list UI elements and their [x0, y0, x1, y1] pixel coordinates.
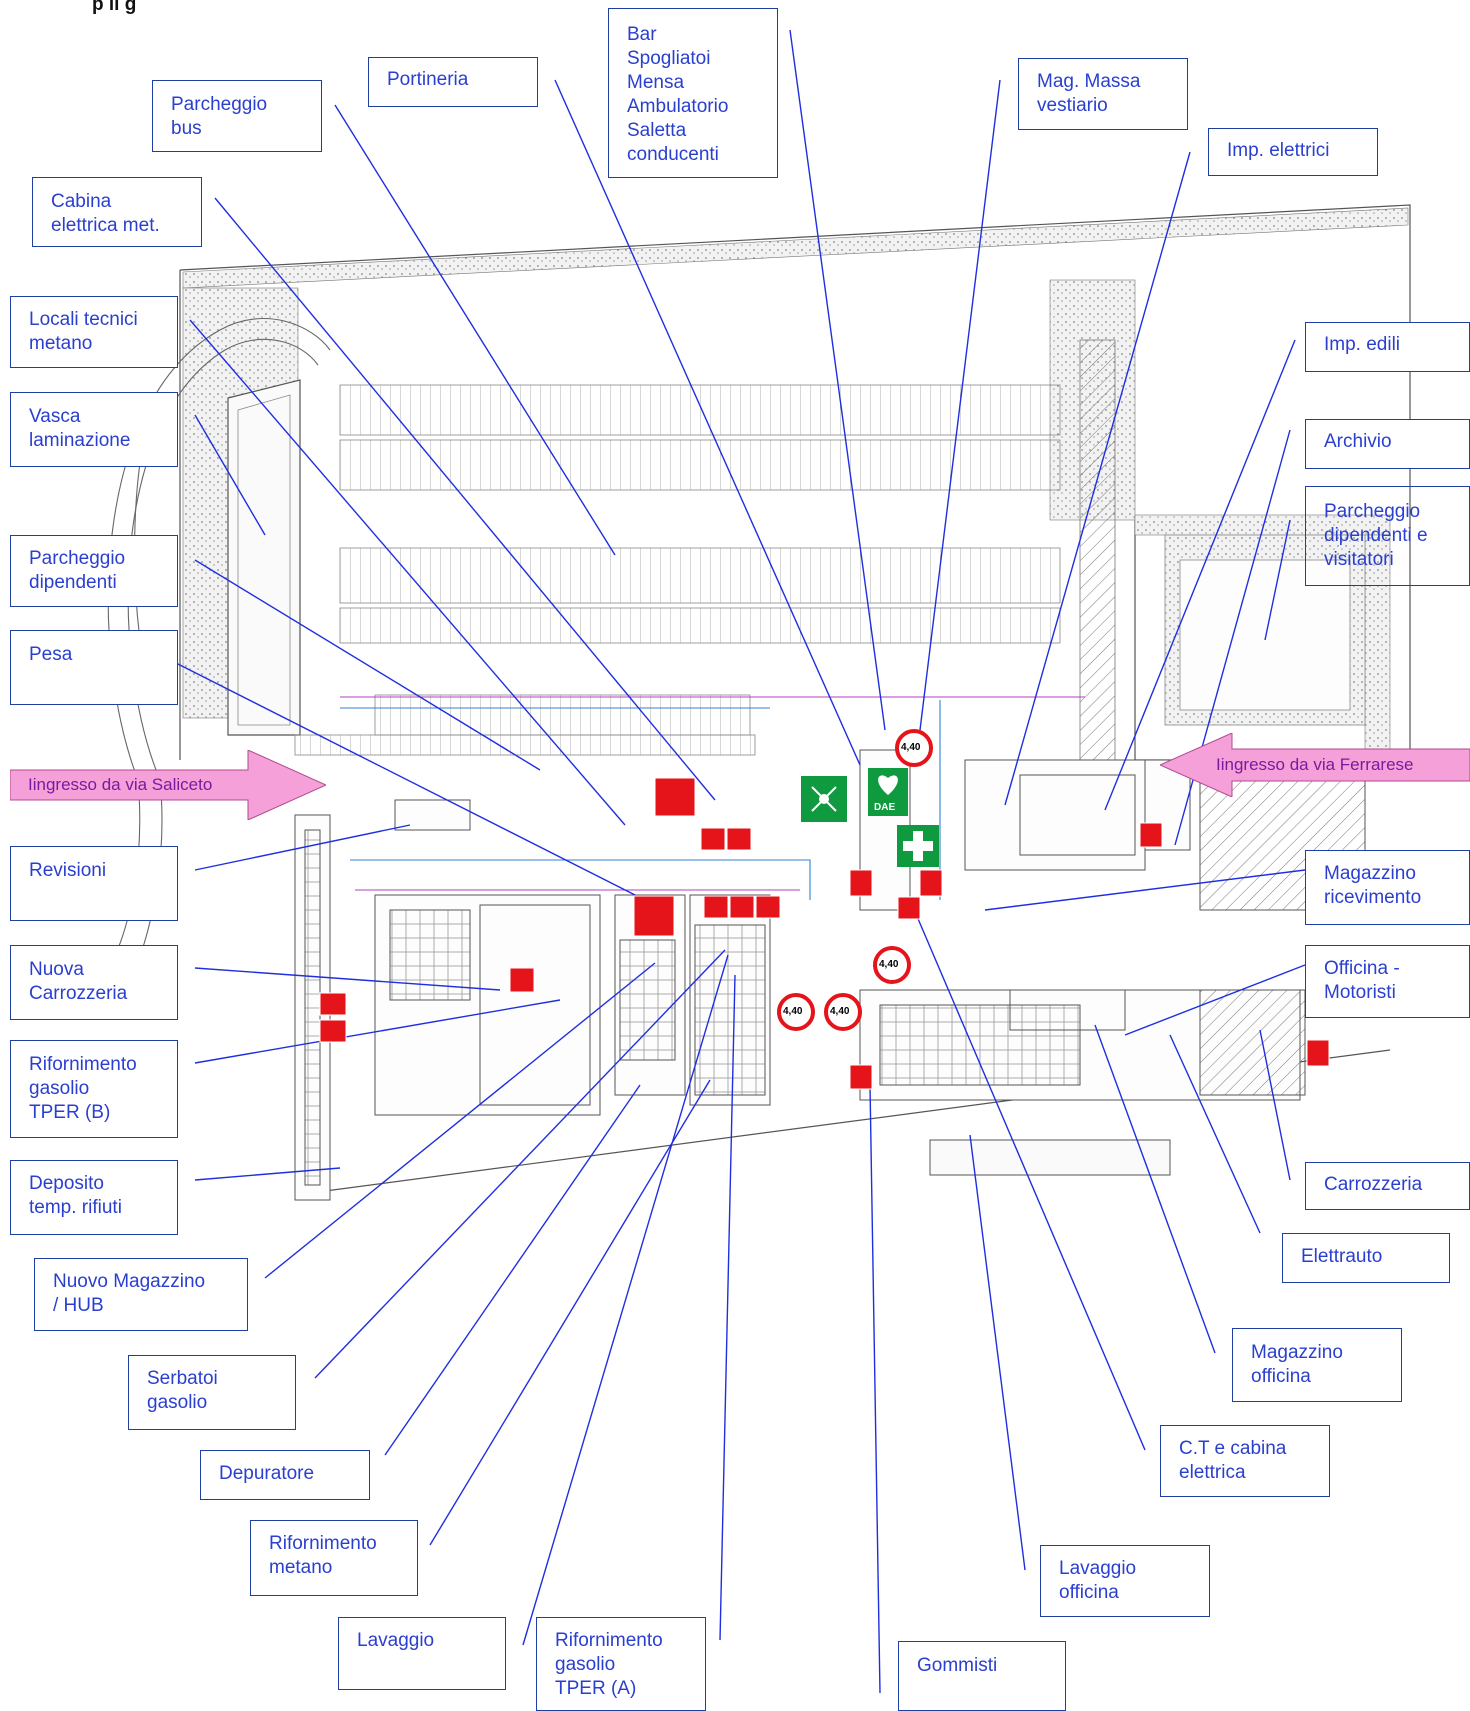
fire-signs [319, 777, 1330, 1090]
assembly-point-sign [801, 776, 847, 822]
label-officina-motoristi: Officina - Motoristi [1305, 945, 1470, 1018]
label-rif-gasolio-b: Rifornimento gasolio TPER (B) [10, 1040, 178, 1138]
label-magazzino-ricevimento: Magazzino ricevimento [1305, 850, 1470, 925]
lamination-basin [227, 379, 301, 736]
label-nuovo-magazzino: Nuovo Magazzino / HUB [34, 1258, 248, 1331]
label-archivio: Archivio [1305, 419, 1470, 469]
label-imp-elettrici: Imp. elettrici [1208, 128, 1378, 176]
height-limit-signs [777, 729, 933, 1031]
label-bar: Bar Spogliatoi Mensa Ambulatorio Saletta… [608, 8, 778, 178]
label-mag-massa: Mag. Massa vestiario [1018, 58, 1188, 130]
label-pesa: Pesa [10, 630, 178, 705]
label-elettrauto: Elettrauto [1282, 1233, 1450, 1283]
label-parcheggio-dipendenti: Parcheggio dipendenti [10, 535, 178, 607]
label-parcheggio-visitatori: Parcheggio dipendenti e visitatori [1305, 486, 1470, 586]
utility-lines [340, 696, 1085, 900]
height-limit-label: 4,40 [783, 1006, 803, 1017]
aed-label: DAE [874, 802, 896, 813]
height-limit-label: 4,40 [830, 1006, 850, 1017]
label-carrozzeria: Carrozzeria [1305, 1162, 1470, 1210]
label-lavaggio-officina: Lavaggio officina [1040, 1545, 1210, 1617]
label-parcheggio-bus: Parcheggio bus [152, 80, 322, 152]
height-limit-label: 4,40 [879, 959, 899, 970]
leader-lines [169, 29, 1306, 1694]
label-nuova-carrozzeria: Nuova Carrozzeria [10, 945, 178, 1020]
height-limit-label: 4,40 [901, 742, 921, 753]
label-ct-cabina: C.T e cabina elettrica [1160, 1425, 1330, 1497]
label-depuratore: Depuratore [200, 1450, 370, 1500]
label-rif-gasolio-a: Rifornimento gasolio TPER (A) [536, 1617, 706, 1711]
plan-title: p ll g [92, 0, 137, 15]
entrance-arrow-saliceto: Iingresso da via Saliceto [9, 749, 328, 821]
label-deposito: Deposito temp. rifiuti [10, 1160, 178, 1235]
entrance-arrow-ferrarese: Iingresso da via Ferrarese [1158, 732, 1470, 798]
bus-parking [294, 339, 1116, 761]
label-lavaggio: Lavaggio [338, 1617, 506, 1690]
entrance-arrow-saliceto-label: Iingresso da via Saliceto [28, 775, 213, 794]
label-rif-metano: Rifornimento metano [250, 1520, 418, 1596]
label-gommisti: Gommisti [898, 1641, 1066, 1711]
aed-sign [868, 768, 908, 816]
label-cabina-elettrica: Cabina elettrica met. [32, 177, 202, 247]
label-serbatoi: Serbatoi gasolio [128, 1355, 296, 1430]
entrance-arrow-ferrarese-label: Iingresso da via Ferrarese [1216, 755, 1414, 774]
first-aid-sign [897, 825, 939, 867]
label-revisioni: Revisioni [10, 846, 178, 921]
label-vasca: Vasca laminazione [10, 392, 178, 467]
label-portineria: Portineria [368, 57, 538, 107]
label-locali-tecnici: Locali tecnici metano [10, 296, 178, 368]
label-imp-edili: Imp. edili [1305, 322, 1470, 372]
label-magazzino-officina: Magazzino officina [1232, 1328, 1402, 1402]
